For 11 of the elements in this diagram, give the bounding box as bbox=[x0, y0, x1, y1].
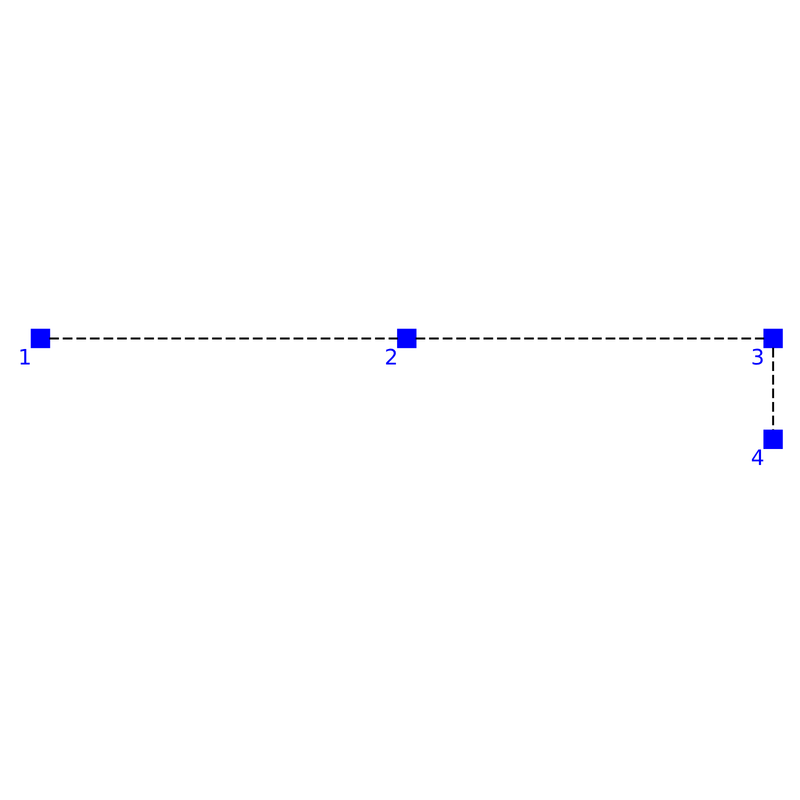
node-box bbox=[763, 328, 783, 348]
node-label: 4 bbox=[750, 446, 764, 471]
connector bbox=[416, 337, 764, 339]
connector bbox=[49, 337, 398, 339]
connector bbox=[772, 347, 774, 430]
node-box bbox=[30, 328, 50, 348]
node-box bbox=[397, 328, 416, 348]
node-label: 1 bbox=[18, 344, 32, 370]
node-box bbox=[763, 429, 783, 448]
node-label: 3 bbox=[750, 344, 764, 370]
node-label: 2 bbox=[384, 344, 398, 370]
